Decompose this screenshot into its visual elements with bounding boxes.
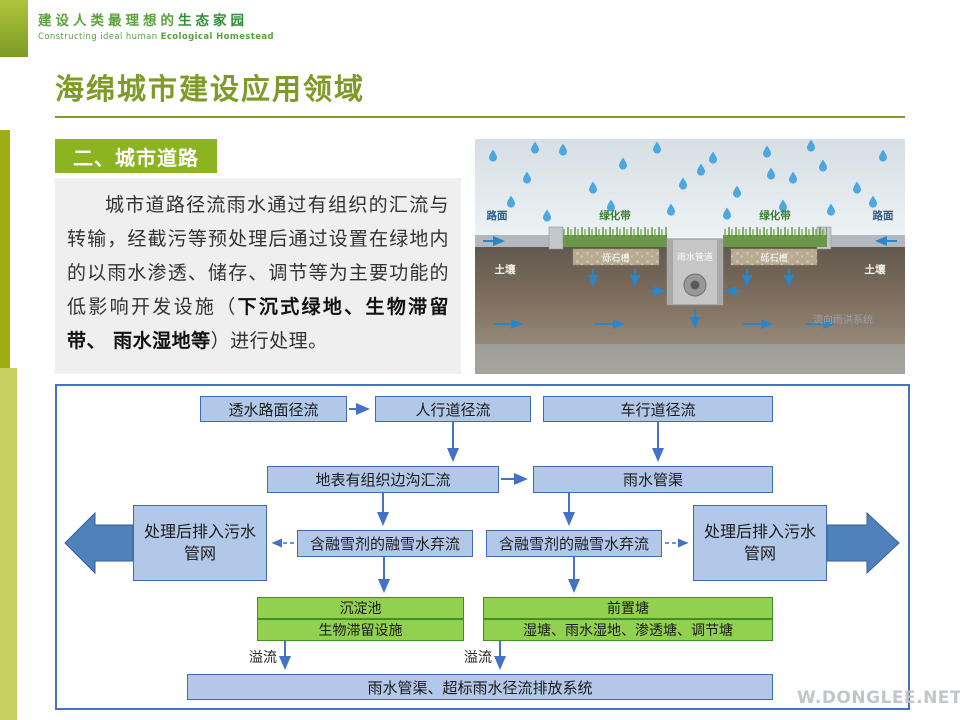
flow-node-permeable-runoff: 透水路面径流 xyxy=(200,396,347,422)
logo-en-bold: Ecological Homestead xyxy=(160,31,275,42)
overflow-label-right: 溢流 xyxy=(464,650,492,666)
flow-node-organized-gutter-flow: 地表有组织边沟汇流 xyxy=(267,466,499,493)
flow-node-snowmelt-right: 含融雪剂的融雪水弃流 xyxy=(486,530,662,557)
flow-node-storm-pipe: 雨水管渠 xyxy=(533,466,773,493)
paragraph-text-end: ）进行处理。 xyxy=(210,330,328,352)
label-road-left: 路面 xyxy=(487,209,508,222)
flow-node-sewer-left: 处理后排入污水管网 xyxy=(133,505,267,581)
gravel-troughs xyxy=(572,248,818,266)
label-soil-right: 土壤 xyxy=(865,263,886,276)
flow-arrows xyxy=(279,403,664,670)
flow-node-roadway-runoff: 车行道径流 xyxy=(543,396,773,422)
label-gravel-right: 砾石槽 xyxy=(760,252,787,264)
sky xyxy=(475,139,905,251)
water-flow-arrows xyxy=(483,236,897,329)
body-paragraph: 城市道路径流雨水通过有组织的汇流与转输，经截污等预处理后通过设置在绿地内的以雨水… xyxy=(55,178,461,374)
label-flow-direction: 流向雨洪系统 xyxy=(813,313,873,326)
overflow-label-left: 溢流 xyxy=(249,650,277,666)
logo-chinese: 建设人类最理想的生态家园 xyxy=(38,13,274,30)
label-soil-left: 土壤 xyxy=(495,263,516,276)
title-divider xyxy=(55,116,905,118)
logo: 建设人类最理想的生态家园 Constructing ideal human Ec… xyxy=(38,13,274,43)
left-accent-bar-bottom xyxy=(0,368,17,720)
big-arrow-left-icon xyxy=(64,511,134,575)
flow-node-wet-ponds: 湿塘、雨水湿地、渗透塘、调节塘 xyxy=(483,619,773,641)
watermark: W.DONGLEE.NET xyxy=(797,688,960,708)
illustration-canvas: 路面 绿化带 绿化带 路面 土壤 砾石槽 雨水管道 砾石槽 土壤 流向雨洪系统 xyxy=(475,139,905,374)
paragraph-bold-text: 下沉式绿地、生物滞留带、 雨水湿地等 xyxy=(67,296,449,352)
logo-en-regular: Constructing ideal human xyxy=(38,31,161,42)
flow-node-bioretention: 生物滞留设施 xyxy=(257,619,464,641)
storm-pipe-trench xyxy=(666,238,724,306)
flow-node-sidewalk-runoff: 人行道径流 xyxy=(375,396,531,422)
flowchart-connectors xyxy=(64,403,900,670)
page-title: 海绵城市建设应用领域 xyxy=(55,72,366,106)
flow-node-snowmelt-left: 含融雪剂的融雪水弃流 xyxy=(297,530,473,557)
green-belts xyxy=(563,223,827,247)
logo-cn-regular: 建设人类最理想的 xyxy=(38,13,178,29)
soil-fade xyxy=(475,344,905,374)
label-pipe: 雨水管道 xyxy=(677,251,713,263)
flow-node-sediment-basin: 沉淀池 xyxy=(257,597,464,619)
label-gravel-left: 砾石槽 xyxy=(602,252,629,264)
big-arrow-right-icon xyxy=(826,511,900,575)
label-green-left: 绿化带 xyxy=(599,209,631,222)
label-road-right: 路面 xyxy=(873,209,894,222)
left-accent-bar-top xyxy=(0,130,10,368)
label-green-right: 绿化带 xyxy=(759,209,791,222)
flow-node-discharge-system: 雨水管渠、超标雨水径流排放系统 xyxy=(187,674,773,700)
road-cross-section-illustration: 路面 绿化带 绿化带 路面 土壤 砾石槽 雨水管道 砾石槽 土壤 流向雨洪系统 xyxy=(475,139,905,374)
flowchart: 透水路面径流 人行道径流 车行道径流 地表有组织边沟汇流 雨水管渠 处理后排入污… xyxy=(55,384,910,710)
flow-node-sewer-right: 处理后排入污水管网 xyxy=(693,505,827,581)
logo-cn-bold: 生态家园 xyxy=(178,13,248,29)
section-badge: 二、城市道路 xyxy=(55,139,217,173)
flow-node-forebay: 前置塘 xyxy=(483,597,773,619)
paragraph-text: 城市道路径流雨水通过有组织的汇流与转输，经截污等预处理后通过设置在绿地内的以雨水… xyxy=(67,194,449,318)
logo-english: Constructing ideal human Ecological Home… xyxy=(38,32,274,43)
corner-accent xyxy=(0,0,28,57)
